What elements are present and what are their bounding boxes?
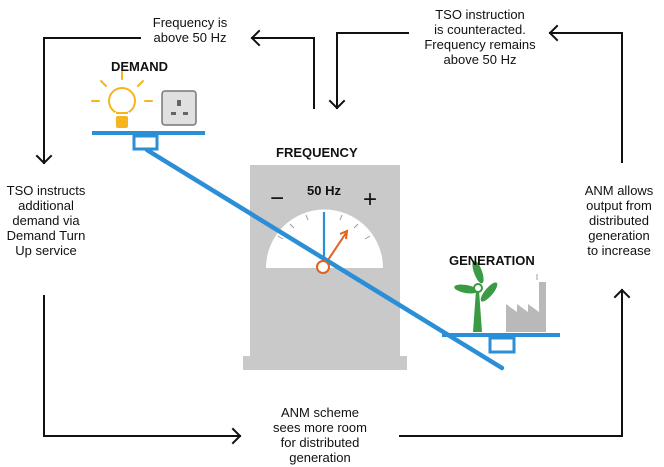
arrow-to-tso-instructs	[43, 37, 141, 164]
generation-pan-bracket	[488, 336, 516, 354]
meter-plus-sign: +	[363, 186, 377, 213]
arrow-to-anm-allows	[399, 289, 623, 437]
arrow-to-frequency-meter	[336, 32, 409, 109]
beam-pivot	[316, 260, 330, 274]
step-anm-allows: ANM allows output from distributed gener…	[584, 183, 654, 258]
arrowhead-anm-allows	[613, 288, 631, 299]
demand-pan-bracket	[132, 134, 159, 151]
arrowhead-anm-scheme	[231, 427, 242, 445]
step-tso-counteracted: TSO instruction is counteracted. Frequen…	[424, 7, 536, 67]
beam-arm	[144, 147, 505, 371]
step-anm-scheme: ANM scheme sees more room for distribute…	[273, 405, 367, 465]
arrowhead-tso-instructs	[35, 154, 53, 165]
arrow-to-tso-counteracted	[549, 32, 623, 163]
meter-dial-value: 50 Hz	[307, 183, 341, 198]
demand-heading: DEMAND	[111, 59, 169, 74]
meter-minus-sign: −	[270, 185, 284, 212]
power-socket-icon	[161, 90, 197, 126]
wind-turbine-icon	[454, 260, 498, 332]
arrowhead-frequency-meter	[328, 99, 346, 110]
step-tso-instructs: TSO instructs additional demand via Dema…	[6, 183, 86, 258]
factory-icon	[506, 274, 546, 332]
meter-needle-arrowhead	[339, 229, 349, 240]
step-frequency-above: Frequency is above 50 Hz	[152, 15, 228, 45]
light-bulb-icon	[91, 71, 153, 128]
flow-arrows	[35, 24, 631, 445]
arrowhead-tso-counteracted	[548, 24, 559, 42]
arrow-to-anm-scheme	[43, 295, 241, 437]
arrow-to-frequency-label	[251, 37, 315, 109]
generation-heading: GENERATION	[449, 253, 535, 268]
arrowhead-frequency-label	[250, 29, 261, 47]
balance-beam	[92, 131, 560, 371]
meter-base	[243, 356, 407, 370]
frequency-heading: FREQUENCY	[276, 145, 358, 160]
